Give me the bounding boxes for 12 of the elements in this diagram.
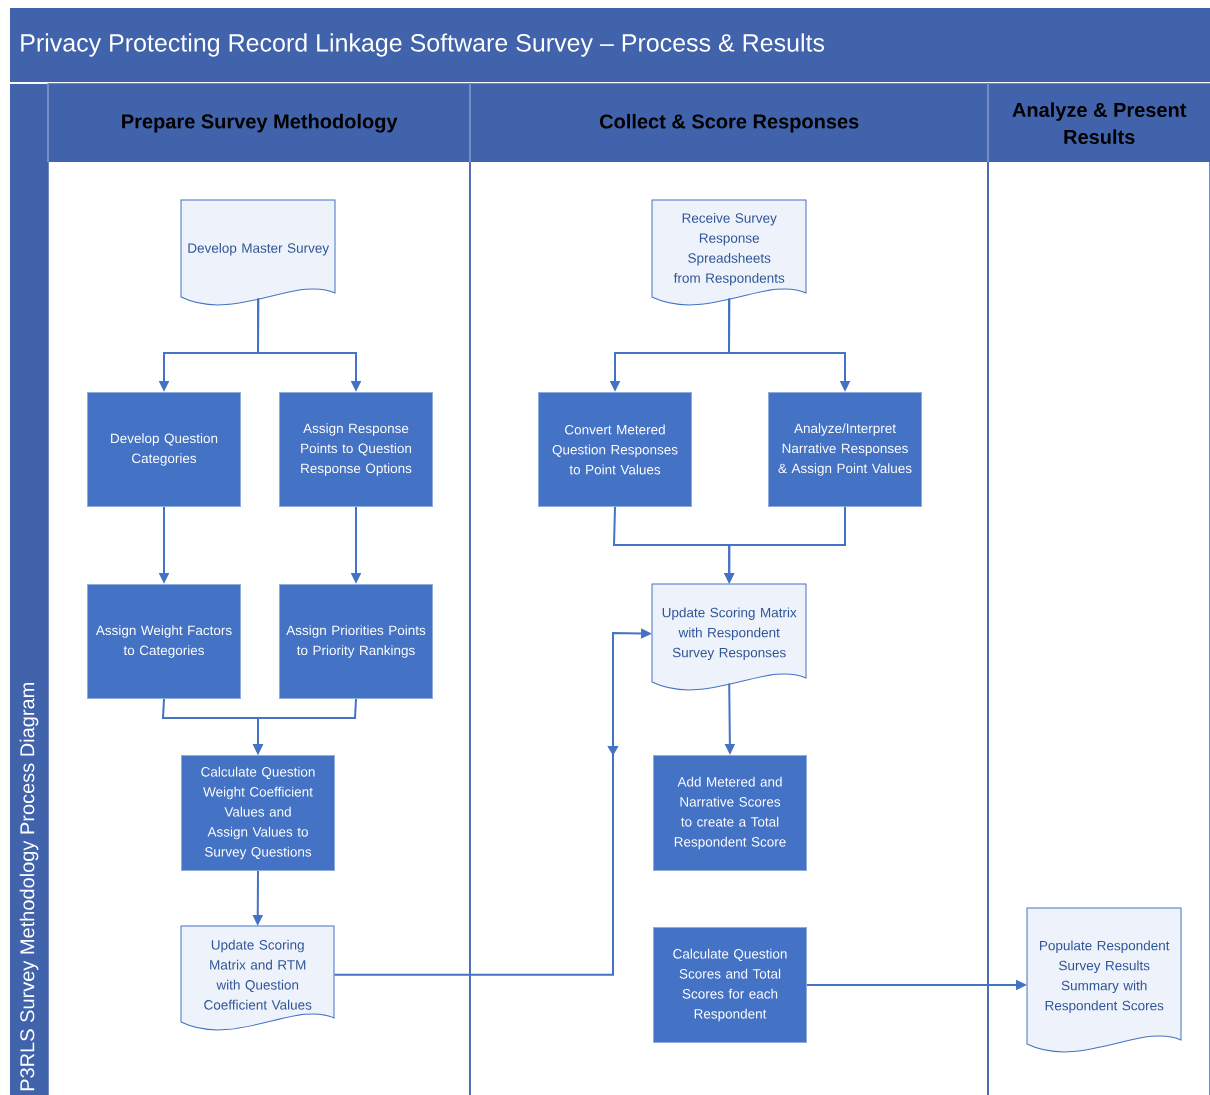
process-box: Assign Weight Factors to Categories xyxy=(87,584,241,699)
process-box: Analyze/Interpret Narrative Responses & Assign Point Values xyxy=(768,392,922,507)
process-box: Develop Question Categories xyxy=(87,392,241,507)
process-box: Add Metered and Narrative Scores to create a Total Respondent Score xyxy=(653,755,807,871)
process-box: Convert Metered Question Responses to Point Values xyxy=(538,392,692,507)
node-label: P3RLS Survey Methodology Process Diagram xyxy=(19,683,39,1091)
title-banner: Privacy Protecting Record Linkage Software Survey – Process & Results xyxy=(10,8,1210,82)
process-box: Calculate Question Scores and Total Scores for each Respondent xyxy=(653,927,807,1043)
pool-band: P3RLS Survey Methodology Process Diagram xyxy=(10,84,48,1095)
process-box: Assign Response Points to Question Response Options xyxy=(279,392,433,507)
process-box: Calculate Question Weight Coefficient Values and Assign Values to Survey Questions xyxy=(181,755,335,871)
process-box: Assign Priorities Points to Priority Rankings xyxy=(279,584,433,699)
